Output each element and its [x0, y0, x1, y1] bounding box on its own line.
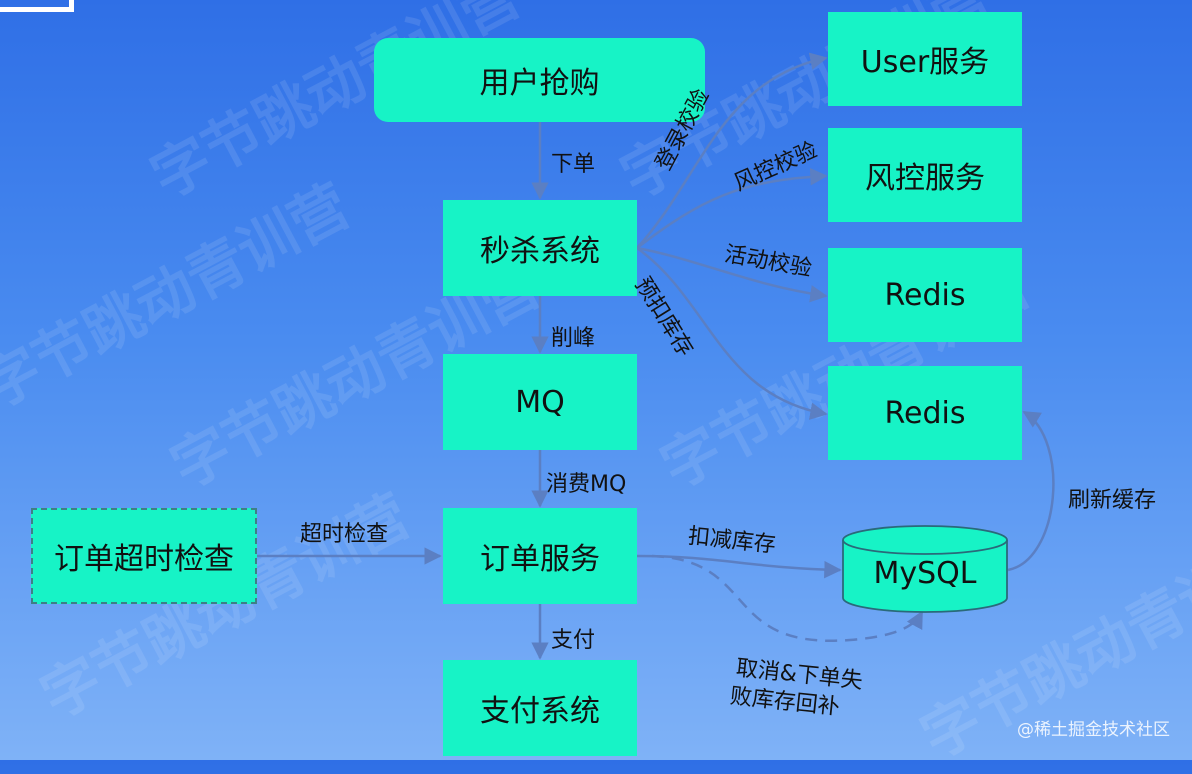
- node-order-service: 订单服务: [443, 508, 637, 604]
- edge-order-to-mysql: [636, 554, 842, 579]
- label-pay: 支付: [551, 628, 596, 653]
- label-consume-mq: 消费MQ: [546, 472, 627, 497]
- edge-seckill-to-user: [636, 52, 828, 249]
- label-timeout-check: 超时检查: [300, 522, 389, 547]
- node-mq: MQ: [443, 354, 637, 450]
- source-credit: @稀土掘金技术社区: [1017, 720, 1170, 740]
- node-mysql: MySQL: [873, 556, 977, 591]
- node-payment-system: 支付系统: [443, 660, 637, 756]
- node-redis-b: Redis: [828, 366, 1022, 460]
- node-seckill-system: 秒杀系统: [443, 200, 637, 296]
- edge-seckill-to-redis-b: [636, 246, 828, 420]
- node-order-timeout-check: 订单超时检查: [31, 508, 257, 604]
- node-user-service: User服务: [828, 12, 1022, 106]
- label-peak-shaving: 削峰: [551, 326, 596, 351]
- node-redis-a: Redis: [828, 248, 1022, 342]
- title-fragment: [0, 0, 74, 12]
- edge-seckill-to-risk: [636, 167, 828, 249]
- node-risk-service: 风控服务: [828, 128, 1022, 222]
- edge-seckill-to-redis-a: [636, 246, 828, 303]
- edge-mysql-to-redis: [1007, 410, 1055, 572]
- edge-order-to-mysql-restore: [651, 554, 924, 643]
- mysql-cylinder: [842, 525, 1008, 613]
- node-user-snapup: 用户抢购: [374, 38, 705, 122]
- label-refresh-cache: 刷新缓存: [1068, 488, 1157, 513]
- label-place-order: 下单: [551, 152, 596, 177]
